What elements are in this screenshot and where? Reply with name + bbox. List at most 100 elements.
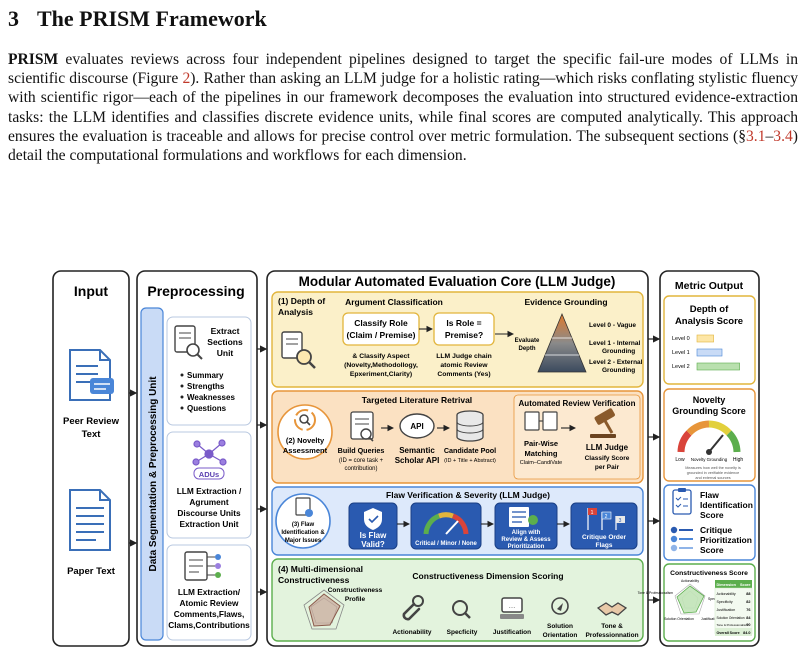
compass-icon xyxy=(551,597,569,615)
flags-icon xyxy=(587,508,625,530)
atomic-label-2: Atomic Review xyxy=(179,598,239,608)
table-row-0-dim: Actionability xyxy=(717,592,736,596)
table-total-score: 84.0 xyxy=(743,631,750,635)
profile-2: Profile xyxy=(345,596,366,603)
constr-title: Constructiveness Dimension Scoring xyxy=(412,571,563,581)
evaluate-1: Evaluate xyxy=(515,338,540,344)
profile-1: Constructiveness xyxy=(328,587,383,594)
constr-pipeline xyxy=(271,558,644,642)
level2-label-1: Level 2 - External xyxy=(589,359,643,366)
table-row-1-dim: Specificity xyxy=(717,600,733,604)
severity-box xyxy=(410,502,482,550)
dim-actionability: Actionability xyxy=(392,629,431,636)
priority-list-icon xyxy=(670,526,693,552)
is-premise-box xyxy=(433,312,495,346)
radar-label-0: Actionability xyxy=(681,579,699,583)
radar-profile-icon xyxy=(303,589,345,630)
extract-label-1: Extract xyxy=(211,326,240,336)
table-row-4-score: 90 xyxy=(746,623,750,627)
severity-gauge-icon xyxy=(423,512,469,535)
peer-review-document-icon xyxy=(69,349,114,401)
chain-1: LLM Judge chain xyxy=(436,353,492,360)
queries-2: (ID = core task + xyxy=(339,458,384,464)
crit-score-2: Prioritization xyxy=(700,535,752,545)
table-head-dim: Dimension xyxy=(717,583,737,587)
chat-justification-icon: … xyxy=(500,597,524,619)
evidence-pyramid-icon xyxy=(537,312,587,373)
judge-2: Classify Score xyxy=(585,455,630,462)
pair-3: Claim–CandiVate xyxy=(520,460,562,466)
level0-bar xyxy=(696,334,714,343)
constr-radar-chart xyxy=(674,583,706,615)
premise-2: Premise? xyxy=(445,330,483,340)
bullet-weaknesses: Weaknesses xyxy=(187,393,235,402)
paper-text-label: Paper Text xyxy=(67,566,116,577)
para-text-3: ) detail the computational formulations … xyxy=(8,127,798,165)
body-paragraph: PRISM evaluates reviews across four inde… xyxy=(8,50,798,165)
gavel-icon xyxy=(590,408,616,438)
figure-ref-link[interactable]: 2 xyxy=(182,70,191,88)
section-ref-3-1[interactable]: 3.1 xyxy=(746,127,766,145)
chain-2: atomic Review xyxy=(440,362,488,369)
svg-text:…: … xyxy=(509,603,516,610)
atomic-label-1: LLM Extraction/ xyxy=(178,587,241,597)
flaw-title: Flaw Verification & Severity (LLM Judge) xyxy=(386,490,550,500)
gauge-note-3: and external sources xyxy=(695,476,730,480)
api-cloud-icon xyxy=(399,413,435,439)
pair-2: Matching xyxy=(525,449,558,458)
table-row-3-dim: Solution Orientation xyxy=(717,616,745,620)
level1-label-2: Grounding xyxy=(602,348,635,355)
dim-specificity: Specficity xyxy=(447,629,478,636)
flaw-label-1: (3) Flaw xyxy=(292,522,315,528)
dim-tone: Tone & xyxy=(601,623,623,630)
preprocessing-title: Preprocessing xyxy=(147,283,244,299)
gauge-note-1: Measures how well the novelty is xyxy=(685,466,741,470)
crit-score-1: Critique xyxy=(700,525,732,535)
aspect-2: (Novelty,Methodollogy, xyxy=(344,362,418,369)
section-ref-3-4[interactable]: 3.4 xyxy=(773,127,793,145)
aligned-list-icon xyxy=(509,507,538,527)
flaw-label-3: Major Issues xyxy=(285,538,322,544)
checklist-icon xyxy=(184,551,221,581)
section-title: The PRISM Framework xyxy=(37,6,267,31)
depth-label-1: (1) Depth of xyxy=(278,296,325,306)
handshake-icon xyxy=(596,602,628,616)
bullet-strengths: Strengths xyxy=(187,382,225,391)
premise-1: Is Role = xyxy=(446,318,481,328)
table-row-3-score: 84 xyxy=(746,616,751,620)
flaw-score-2: Identification xyxy=(700,500,753,510)
out-level0: Level 0 xyxy=(672,336,690,342)
dim-justification: Justification xyxy=(493,629,531,636)
section-number: 3 xyxy=(8,6,19,31)
constr-label-2: Constructiveness xyxy=(278,575,350,585)
level2-bar xyxy=(696,362,740,371)
verif-title: Automated Review Verification xyxy=(519,399,636,408)
table-row-0-score: 88 xyxy=(746,592,750,596)
para-text-2: ). Rather than asking an LLM judge for a… xyxy=(8,70,798,145)
flag-1: 1 xyxy=(591,510,594,516)
pair-1: Pair-Wise xyxy=(524,439,558,448)
chain-3: Comments (Yes) xyxy=(437,371,490,378)
para-text-1: evaluates reviews across four independen… xyxy=(8,51,798,88)
evaluate-2: Depth xyxy=(519,346,536,352)
pair-docs-icon xyxy=(524,411,558,431)
section-heading: 3 The PRISM Framework xyxy=(8,6,267,32)
aspect-1: & Classify Aspect xyxy=(352,353,410,360)
pool-2: (ID + Title + Abstract) xyxy=(444,458,496,464)
novelty-score-2: Grounding Score xyxy=(672,406,746,416)
dim-solution: Solution xyxy=(547,623,573,630)
depth-label-2: Analysis xyxy=(278,307,313,317)
evidence-title: Evidence Grounding xyxy=(524,297,607,307)
novelty-score-card xyxy=(663,388,756,482)
judge-3: per Pair xyxy=(595,464,620,471)
flag-3: 3 xyxy=(619,518,622,524)
aspect-3: Epxeriment,Clarity) xyxy=(350,371,412,378)
queries-3: contribution) xyxy=(344,466,377,472)
extract-label-3: Unit xyxy=(217,348,234,358)
crit-score-3: Score xyxy=(700,545,724,555)
novelty-score-1: Novelty xyxy=(693,395,726,405)
level0-label: Level 0 - Vague xyxy=(589,322,636,329)
extract-label-2: Sections xyxy=(207,337,243,347)
classify-role-2: (Claim / Premise) xyxy=(347,330,416,340)
adu-label-3: Discourse Units xyxy=(177,508,241,518)
